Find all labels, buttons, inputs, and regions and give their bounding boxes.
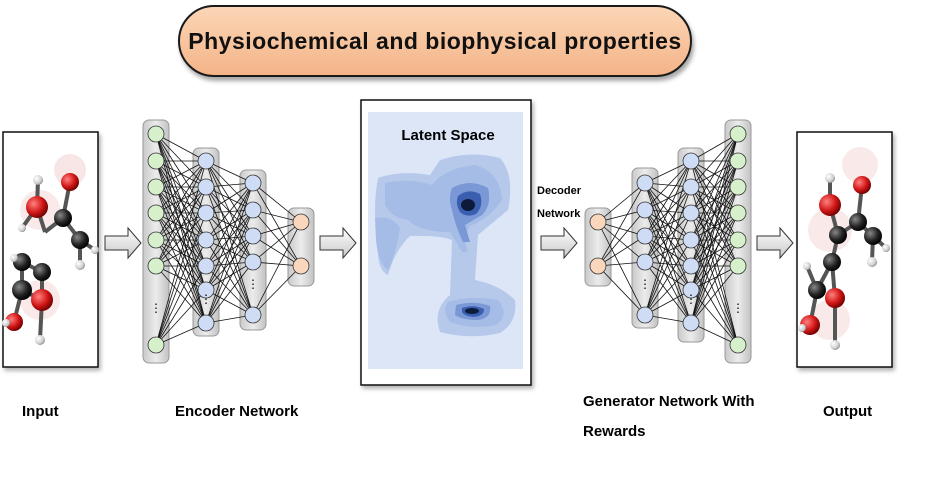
output-molecule-box [796, 131, 893, 368]
arrow-input-to-encoder [104, 226, 142, 260]
generator-node [682, 178, 700, 196]
generator-node [682, 152, 700, 170]
generator-node [636, 201, 654, 219]
decoder-label-line2: Network [537, 208, 581, 220]
generator-node [636, 253, 654, 271]
generator-ellipsis: ⋮ [685, 292, 697, 306]
generator-label-line1: Generator Network With [583, 393, 755, 410]
diagram-title: Physiochemical and biophysical propertie… [188, 27, 682, 54]
generator-node [729, 125, 747, 143]
generator-node [729, 178, 747, 196]
encoder-ellipsis: ⋮ [150, 301, 162, 315]
encoder-node [244, 227, 262, 245]
encoder-node [147, 231, 165, 249]
generator-node [682, 204, 700, 222]
encoder-node [147, 125, 165, 143]
encoder-node [197, 314, 215, 332]
encoder-node [197, 178, 215, 196]
generator-node [636, 306, 654, 324]
encoder-node [197, 257, 215, 275]
encoder-node [147, 204, 165, 222]
generator-node [589, 213, 607, 231]
generator-node [729, 204, 747, 222]
encoder-node [147, 178, 165, 196]
arrow-generator-to-output [756, 226, 794, 260]
encoder-node [197, 152, 215, 170]
generator-ellipsis: ⋮ [732, 301, 744, 315]
generator-node [682, 257, 700, 275]
latent-density-contours [375, 154, 516, 337]
generator-node [589, 257, 607, 275]
generator-node [682, 231, 700, 249]
encoder-ellipsis: ⋮ [247, 277, 259, 291]
encoder-node [244, 306, 262, 324]
generator-node [682, 314, 700, 332]
generator-node [682, 281, 700, 299]
output-label: Output [823, 403, 872, 420]
generator-node [729, 257, 747, 275]
decoder-label-line1: Decoder [537, 185, 582, 197]
output-molecule-icon [798, 147, 890, 350]
generator-ellipsis: ⋮ [639, 277, 651, 291]
arrow-encoder-to-latent [319, 226, 357, 260]
arrow-latent-to-decoder [540, 226, 578, 260]
encoder-node [244, 174, 262, 192]
encoder-node [147, 257, 165, 275]
generator-node [636, 174, 654, 192]
encoder-node [197, 281, 215, 299]
encoder-node [244, 253, 262, 271]
encoder-network: ⋮ ⋮ ⋮ [142, 119, 315, 364]
input-label: Input [22, 403, 59, 420]
input-molecule-icon [2, 154, 99, 345]
encoder-ellipsis: ⋮ [200, 292, 212, 306]
encoder-node [147, 152, 165, 170]
encoder-node [292, 213, 310, 231]
input-molecule-box [2, 131, 99, 368]
generator-label-line2: Rewards [583, 423, 646, 440]
generator-node [729, 336, 747, 354]
encoder-node [197, 204, 215, 222]
generator-node [729, 231, 747, 249]
encoder-node [197, 231, 215, 249]
latent-space-box [360, 99, 532, 386]
encoder-node [292, 257, 310, 275]
encoder-label: Encoder Network [175, 403, 299, 420]
generator-node [636, 227, 654, 245]
latent-space-label: Latent Space [401, 127, 494, 144]
generator-network: ⋮ ⋮ ⋮ [584, 119, 752, 364]
encoder-node [244, 201, 262, 219]
encoder-node [147, 336, 165, 354]
generator-node [729, 152, 747, 170]
title-banner: Physiochemical and biophysical propertie… [178, 5, 692, 77]
